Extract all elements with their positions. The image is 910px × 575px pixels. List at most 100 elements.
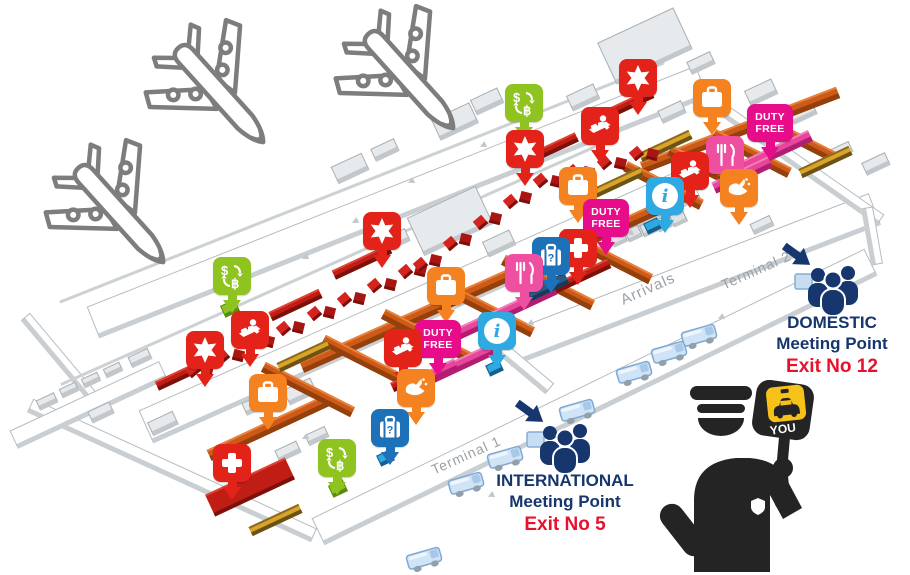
duty-free-sign-pointer <box>601 236 611 242</box>
airplane-icon <box>36 130 201 300</box>
passport-control-icon-pointer <box>245 348 255 354</box>
international-exit-label: Exit No 5 <box>524 513 606 535</box>
baggage-claim-icon-pointer-tip <box>703 122 721 135</box>
baggage-claim-icon <box>689 79 735 135</box>
officer-arm <box>659 503 707 557</box>
officer-hand <box>773 458 793 478</box>
star-icon-pointer <box>520 167 530 173</box>
star-icon-pointer <box>377 249 387 255</box>
star-icon <box>359 212 405 268</box>
star-icon-pointer <box>633 96 643 102</box>
baggage-claim-icon-pointer-tip <box>569 210 587 223</box>
passport-control-icon-pointer <box>595 144 605 150</box>
passport-control-icon-pointer-tip <box>681 195 699 208</box>
passport-control-icon-head <box>581 107 619 145</box>
shuttle-van <box>648 337 692 372</box>
star-icon-pointer-tip <box>516 173 534 186</box>
svg-text:?: ? <box>548 253 555 265</box>
international-subtitle: Meeting Point <box>509 492 621 512</box>
queue-barrier <box>488 211 503 225</box>
baggage-claim-icon-head <box>693 79 731 117</box>
international-title: INTERNATIONAL <box>496 471 634 490</box>
international-meeting-point-label: INTERNATIONAL Meeting Point Exit No 5 <box>496 470 634 537</box>
queue-barrier <box>275 320 292 336</box>
gray-building-block <box>686 51 716 75</box>
information-icon-head: i <box>478 312 516 350</box>
shuttle-van <box>678 320 722 355</box>
information-icon: i <box>474 312 520 368</box>
queue-barrier <box>518 190 533 204</box>
dove-icon-pointer-tip <box>407 412 425 425</box>
restaurant-icon-pointer <box>519 291 529 297</box>
information-icon: i <box>642 177 688 233</box>
dove-icon-pointer <box>734 206 744 212</box>
officer-figure: YOU <box>659 380 814 572</box>
currency-exchange-icon-pointer-tip <box>223 300 241 313</box>
restaurant-icon-pointer-tip <box>515 297 533 310</box>
queue-barrier <box>428 253 443 267</box>
currency-exchange-icon: $฿ <box>314 439 360 495</box>
duty-free-sign-pointer-tip <box>761 147 779 160</box>
star-icon-pointer-tip <box>629 102 647 115</box>
duty-free-sign-pointer <box>433 357 443 363</box>
information-icon-pointer <box>660 214 670 220</box>
information-icon-pointer-tip <box>488 355 506 368</box>
queue-barrier <box>502 193 519 210</box>
lost-luggage-icon-pointer <box>385 446 395 452</box>
airplane-icon <box>326 0 491 166</box>
passport-control-icon-head <box>231 311 269 349</box>
gray-building-block <box>743 78 779 106</box>
currency-exchange-icon-pointer <box>519 121 529 127</box>
baggage-claim-icon-head <box>249 374 287 412</box>
first-aid-icon-pointer-tip <box>569 272 587 285</box>
queue-barrier <box>292 320 306 334</box>
taxi-sign-label: YOU <box>769 420 797 437</box>
baggage-claim-icon-head <box>559 167 597 205</box>
domestic-title: DOMESTIC <box>787 313 877 332</box>
meeting-point-arrow <box>512 398 550 433</box>
shuttle-van <box>613 357 657 392</box>
passport-control-icon <box>577 107 623 163</box>
svg-text:$: $ <box>326 445 334 460</box>
baggage-claim-icon-pointer <box>707 116 717 122</box>
svg-text:฿: ฿ <box>231 276 239 290</box>
currency-exchange-icon-pointer <box>227 294 237 300</box>
restaurant-icon-head <box>505 254 543 292</box>
lost-luggage-icon-pointer-tip <box>381 452 399 465</box>
currency-exchange-icon-pointer-tip <box>328 482 346 495</box>
lost-luggage-icon-pointer-tip <box>542 280 560 293</box>
queue-barrier <box>458 232 473 246</box>
currency-exchange-icon-pointer <box>332 476 342 482</box>
lost-luggage-icon-head: ? <box>371 409 409 447</box>
gray-building-block <box>861 152 891 176</box>
gray-building-block <box>35 391 59 411</box>
passport-control-icon-pointer <box>685 189 695 195</box>
passport-control-icon-pointer-tip <box>241 354 259 367</box>
lost-luggage-icon: ? <box>528 237 574 293</box>
star-icon-pointer-tip <box>196 374 214 387</box>
people-group <box>525 420 595 481</box>
passport-control-icon-head <box>384 329 422 367</box>
dove-icon-pointer <box>411 406 421 412</box>
svg-text:฿: ฿ <box>523 103 531 117</box>
dove-icon-head <box>397 369 435 407</box>
baggage-claim-icon <box>245 374 291 430</box>
currency-exchange-icon-head: $฿ <box>213 257 251 295</box>
svg-text:$: $ <box>513 90 521 105</box>
airplane-icon <box>136 10 301 180</box>
domestic-meeting-point-label: DOMESTIC Meeting Point Exit No 12 <box>776 312 887 379</box>
currency-exchange-icon-head: $฿ <box>318 439 356 477</box>
first-aid-icon-pointer <box>227 481 237 487</box>
lost-luggage-icon-pointer <box>546 274 556 280</box>
star-icon-head <box>506 130 544 168</box>
people-group <box>793 262 863 323</box>
dove-icon <box>716 169 762 225</box>
svg-text:$: $ <box>221 263 229 278</box>
baggage-claim-icon-head <box>427 267 465 305</box>
officer-face <box>698 418 744 436</box>
dove-icon <box>393 369 439 425</box>
star-icon-pointer-tip <box>373 255 391 268</box>
